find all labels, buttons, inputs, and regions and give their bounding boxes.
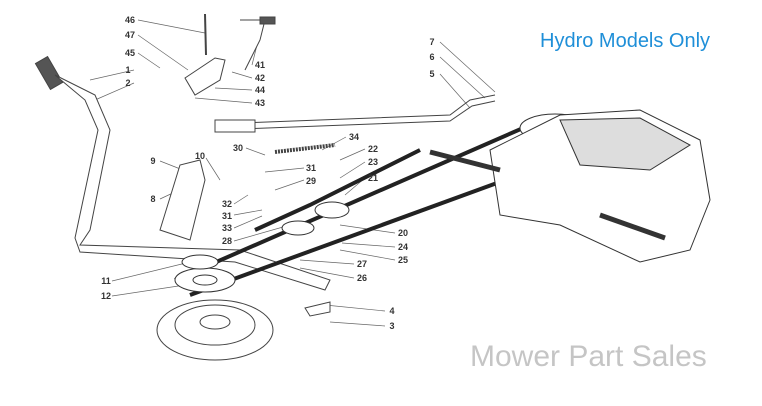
callout: 3: [389, 321, 395, 331]
bracket-4: [304, 301, 331, 317]
callout: 8: [150, 194, 156, 204]
control-rod: [214, 94, 496, 133]
callout: 33: [221, 223, 233, 233]
leader-lines: [89, 19, 496, 327]
callout: 31: [305, 163, 317, 173]
callout: 25: [397, 255, 409, 265]
callout: 26: [356, 273, 368, 283]
callout: 44: [254, 85, 266, 95]
callout: 24: [397, 242, 409, 252]
hydro-models-title: Hydro Models Only: [540, 30, 711, 52]
callout: 32: [221, 199, 233, 209]
electric-clutch: [156, 299, 274, 361]
callout: 9: [150, 156, 156, 166]
spring: [274, 143, 336, 154]
callout: 29: [305, 176, 317, 186]
callout: 6: [429, 52, 435, 62]
hydro-transmission: [429, 109, 711, 263]
callout: 12: [100, 291, 112, 301]
callout: 31: [221, 211, 233, 221]
watermark: Mower Part Sales: [470, 340, 707, 373]
callout: 20: [397, 228, 409, 238]
callout: 47: [124, 30, 136, 40]
callout: 43: [254, 98, 266, 108]
callout: 27: [356, 259, 368, 269]
callout: 46: [124, 15, 136, 25]
callout: 28: [221, 236, 233, 246]
callout: 22: [367, 144, 379, 154]
callout: 7: [429, 37, 435, 47]
callout: 4: [389, 306, 395, 316]
callout: 30: [232, 143, 244, 153]
callout: 23: [367, 157, 379, 167]
callout: 42: [254, 73, 266, 83]
callout: 45: [124, 48, 136, 58]
callout: 11: [101, 276, 111, 286]
callout: 41: [254, 60, 266, 70]
callout: 2: [125, 78, 131, 88]
bracket: [184, 13, 276, 96]
callout: 5: [429, 69, 435, 79]
callout: 1: [125, 65, 131, 75]
callout: 21: [367, 173, 379, 183]
callout: 34: [348, 132, 360, 142]
pedal-arm: [34, 55, 331, 291]
callout: 10: [194, 151, 206, 161]
